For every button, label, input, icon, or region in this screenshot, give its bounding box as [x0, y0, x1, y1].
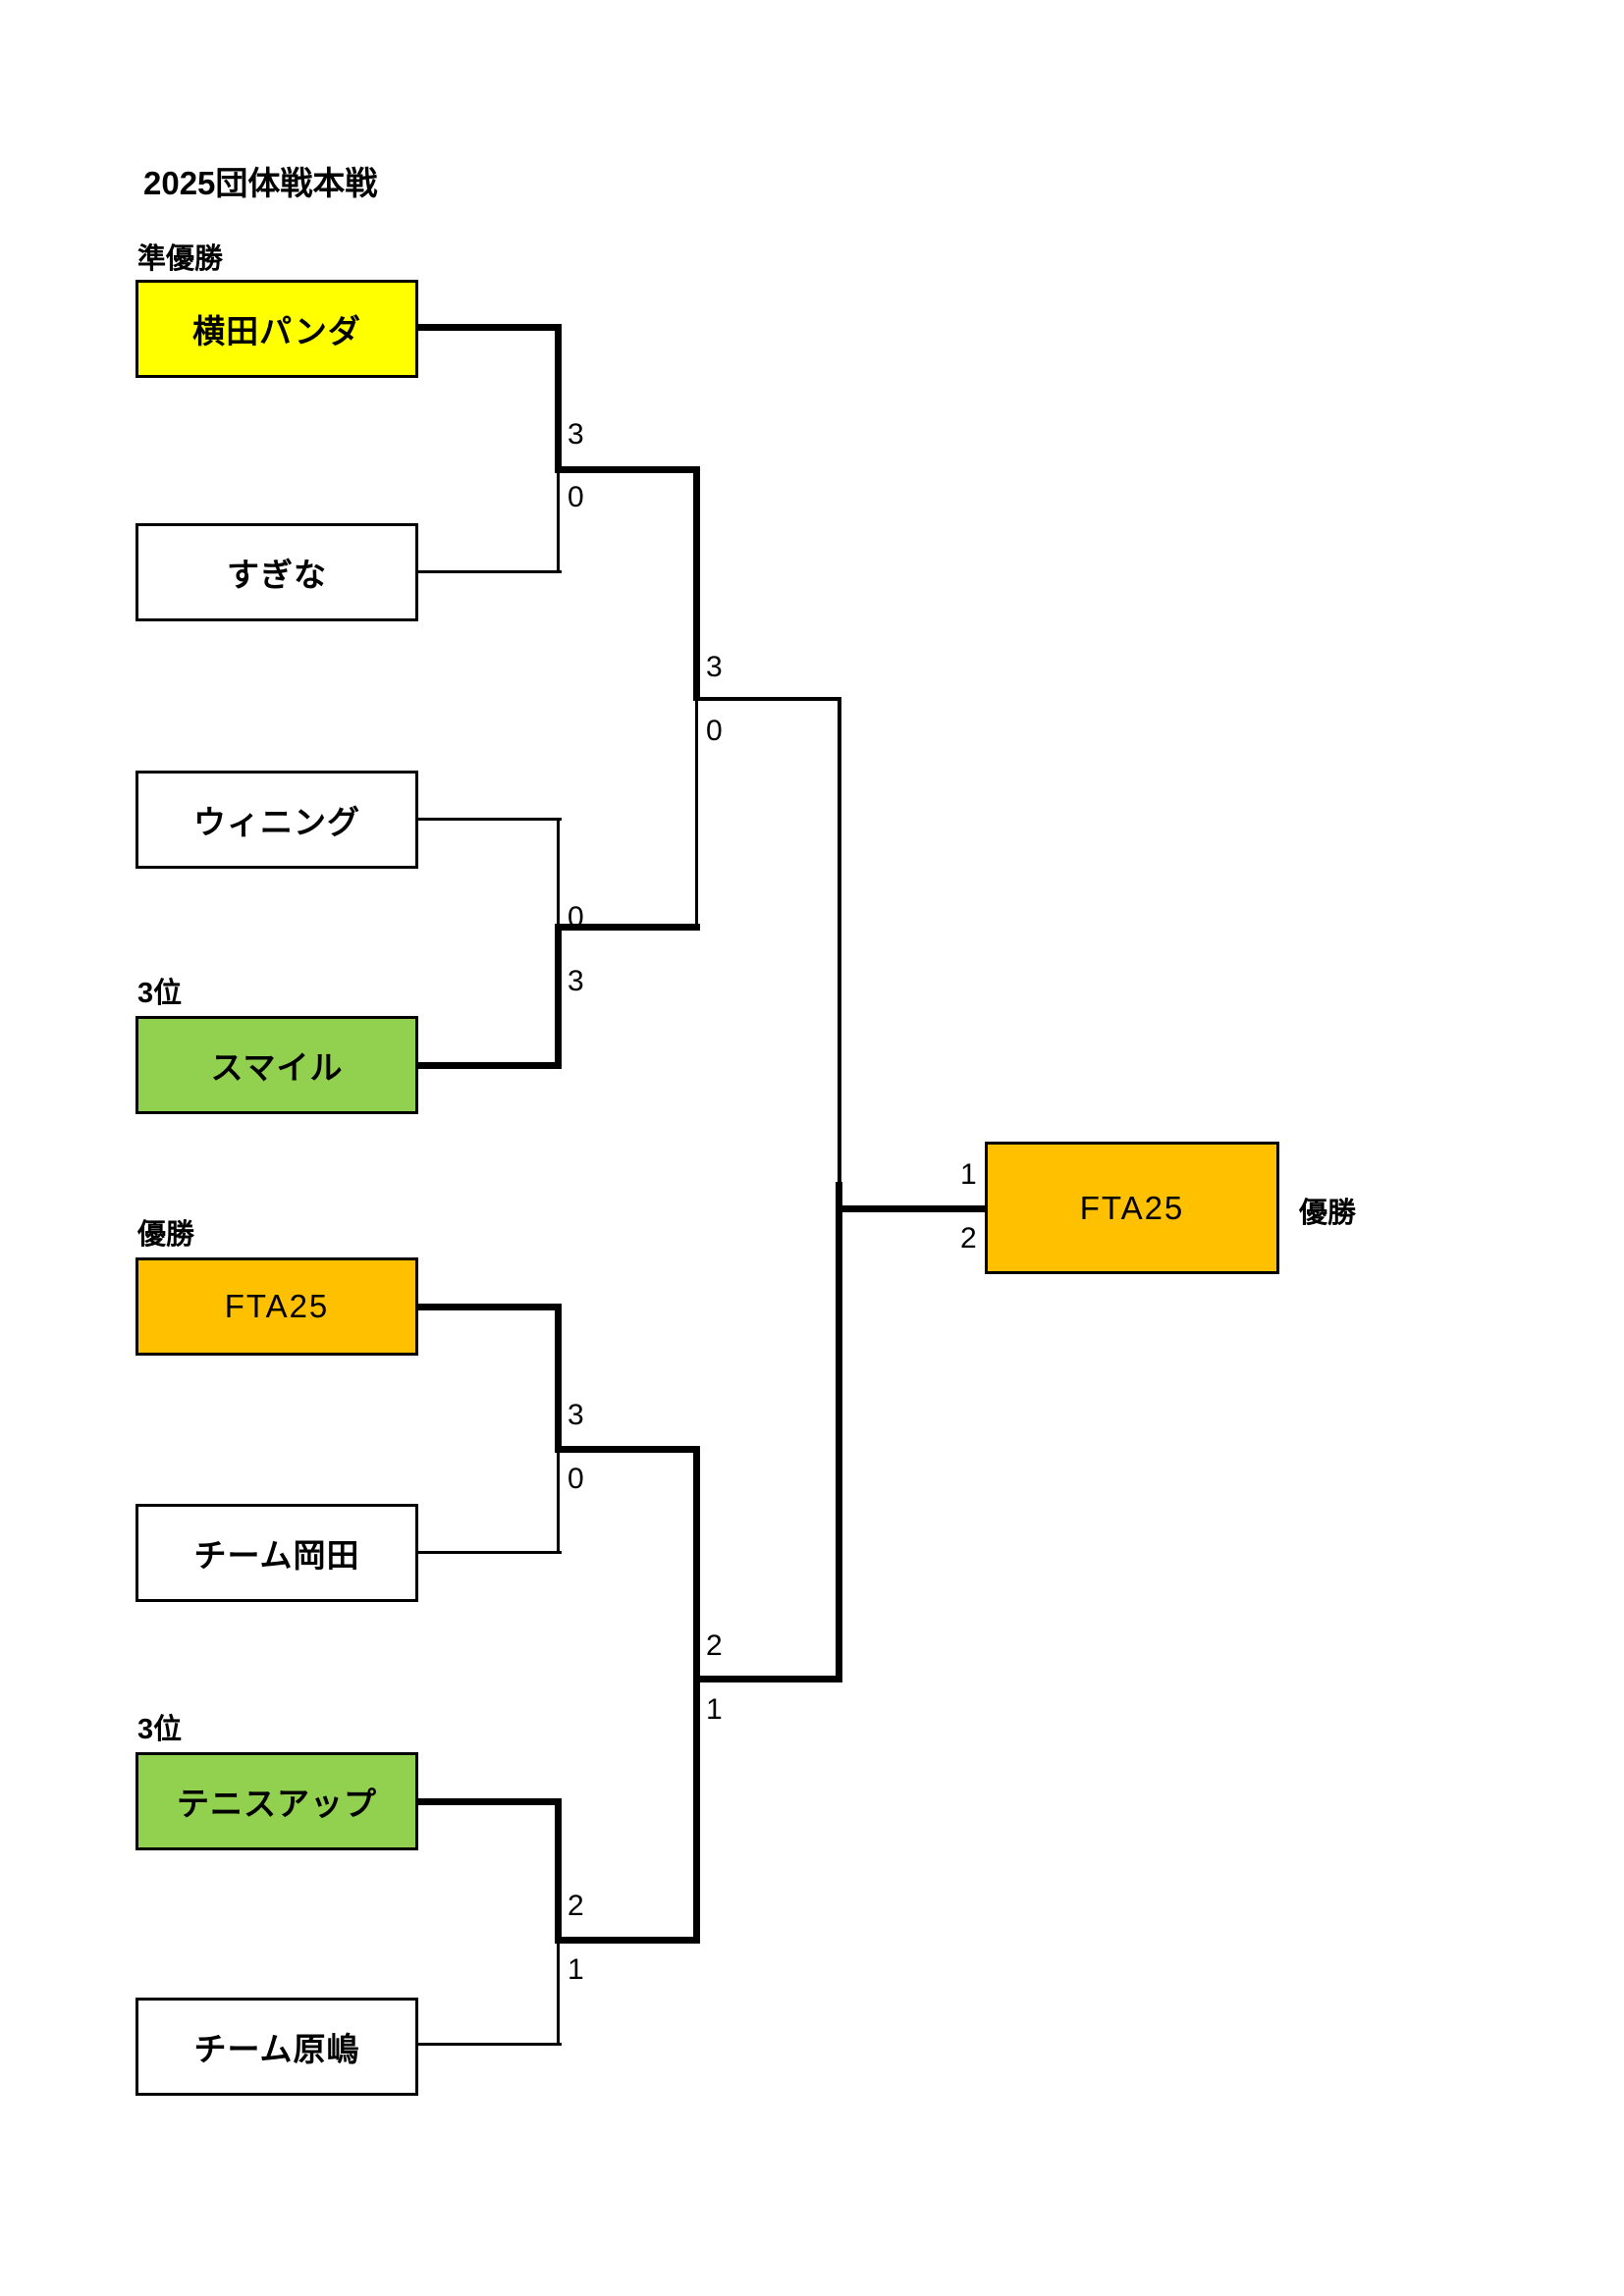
- bracket-line-final-to-champion: [836, 1205, 988, 1212]
- score-qf4-bottom: 1: [568, 1953, 584, 1986]
- score-qf3-top: 3: [568, 1399, 584, 1431]
- team-box-yokota-panda[interactable]: 横田パンダ: [135, 280, 418, 378]
- bracket-line-sf-bottom-to-final: [693, 1676, 840, 1682]
- bracket-line-final-vertical-upper: [838, 697, 841, 1186]
- rank-label-champion-left: 優勝: [137, 1219, 195, 1251]
- rank-label-third-tennis-up: 3位: [137, 1714, 183, 1745]
- team-box-champion-fta25[interactable]: FTA25: [985, 1142, 1279, 1274]
- bracket-line-sf-top-vertical-lower: [695, 697, 698, 931]
- team-box-winning[interactable]: ウィニング: [135, 771, 418, 869]
- team-box-fta25-seed[interactable]: FTA25: [135, 1257, 418, 1356]
- bracket-line-qf3-bottom: [416, 1551, 562, 1554]
- score-sf-top-lower: 0: [706, 715, 723, 747]
- bracket-line-sf-top-to-final: [693, 697, 840, 701]
- team-name-tennis-up: テニスアップ: [177, 1786, 377, 1822]
- bracket-line-qf4-top: [416, 1798, 562, 1805]
- bracket-line-sf-top-lower: [555, 924, 700, 931]
- page-title: 2025団体戦本戦: [143, 165, 378, 201]
- score-qf1-top: 3: [568, 418, 584, 451]
- bracket-line-sf-top-upper: [555, 466, 700, 473]
- bracket-line-sf-bottom-vertical-lower: [693, 1676, 700, 1944]
- bracket-line-qf4-vertical-upper: [555, 1798, 562, 1944]
- bracket-line-qf2-bottom: [416, 1062, 562, 1069]
- rank-label-runner-up: 準優勝: [137, 243, 224, 275]
- bracket-line-qf2-vertical-lower: [555, 924, 562, 1069]
- team-box-team-harashima[interactable]: チーム原嶋: [135, 1998, 418, 2096]
- bracket-line-qf2-vertical-upper: [557, 818, 560, 928]
- score-sf-bottom-upper: 2: [706, 1629, 723, 1662]
- bracket-line-qf1-vertical-upper: [555, 324, 562, 469]
- bracket-line-qf1-top: [416, 324, 562, 331]
- bracket-line-qf4-vertical-lower: [557, 1941, 560, 2046]
- score-qf3-bottom: 0: [568, 1463, 584, 1495]
- score-qf1-bottom: 0: [568, 481, 584, 513]
- score-final-lower: 2: [960, 1222, 977, 1255]
- bracket-line-sf-bottom-vertical-upper: [693, 1446, 700, 1682]
- bracket-line-sf-top-vertical-upper: [693, 466, 700, 701]
- bracket-line-sf-bottom-lower: [555, 1937, 700, 1944]
- bracket-line-qf3-vertical-upper: [555, 1304, 562, 1449]
- team-box-smile[interactable]: スマイル: [135, 1016, 418, 1114]
- bracket-line-qf3-vertical-lower: [557, 1446, 560, 1554]
- team-box-team-okada[interactable]: チーム岡田: [135, 1504, 418, 1602]
- bracket-line-qf3-top: [416, 1304, 562, 1310]
- team-name-yokota-panda: 横田パンダ: [192, 313, 361, 349]
- team-name-champion-fta25: FTA25: [1079, 1189, 1185, 1226]
- team-box-sugina[interactable]: すぎな: [135, 523, 418, 621]
- rank-label-champion-right: 優勝: [1299, 1198, 1357, 1229]
- team-name-winning: ウィニング: [193, 804, 360, 840]
- team-box-tennis-up[interactable]: テニスアップ: [135, 1752, 418, 1850]
- bracket-line-qf4-bottom: [416, 2043, 562, 2046]
- score-final-upper: 1: [960, 1158, 977, 1191]
- bracket-line-qf2-top: [416, 818, 562, 821]
- rank-label-third-smile: 3位: [137, 978, 183, 1009]
- score-qf2-bottom: 3: [568, 965, 584, 997]
- team-name-smile: スマイル: [210, 1049, 344, 1086]
- score-sf-top-upper: 3: [706, 651, 723, 683]
- score-sf-bottom-lower: 1: [706, 1693, 723, 1726]
- team-name-team-harashima: チーム原嶋: [193, 2031, 360, 2067]
- bracket-line-sf-bottom-upper: [555, 1446, 700, 1453]
- bracket-line-final-vertical-lower: [836, 1182, 842, 1682]
- team-name-fta25-seed: FTA25: [224, 1288, 330, 1324]
- team-name-sugina: すぎな: [227, 557, 327, 593]
- bracket-line-qf1-bottom: [416, 570, 562, 573]
- score-qf4-top: 2: [568, 1890, 584, 1922]
- team-name-team-okada: チーム岡田: [193, 1537, 360, 1574]
- bracket-line-qf1-vertical-lower: [557, 466, 560, 573]
